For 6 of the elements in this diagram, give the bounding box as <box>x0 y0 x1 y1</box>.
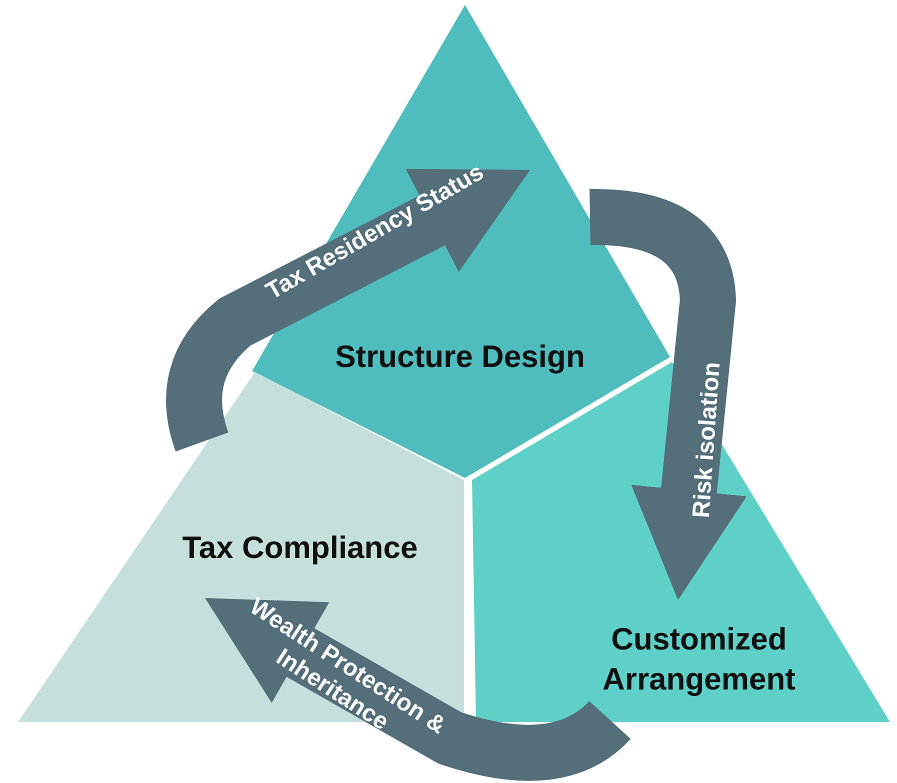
segment-label: Structure Design <box>334 338 586 376</box>
edge-label: Risk isolation <box>688 361 726 519</box>
segment-label: Tax Compliance <box>181 528 419 567</box>
block-arrow <box>590 189 747 600</box>
segment-label: Customized Arrangement <box>602 620 796 699</box>
block-arrow <box>166 168 530 450</box>
